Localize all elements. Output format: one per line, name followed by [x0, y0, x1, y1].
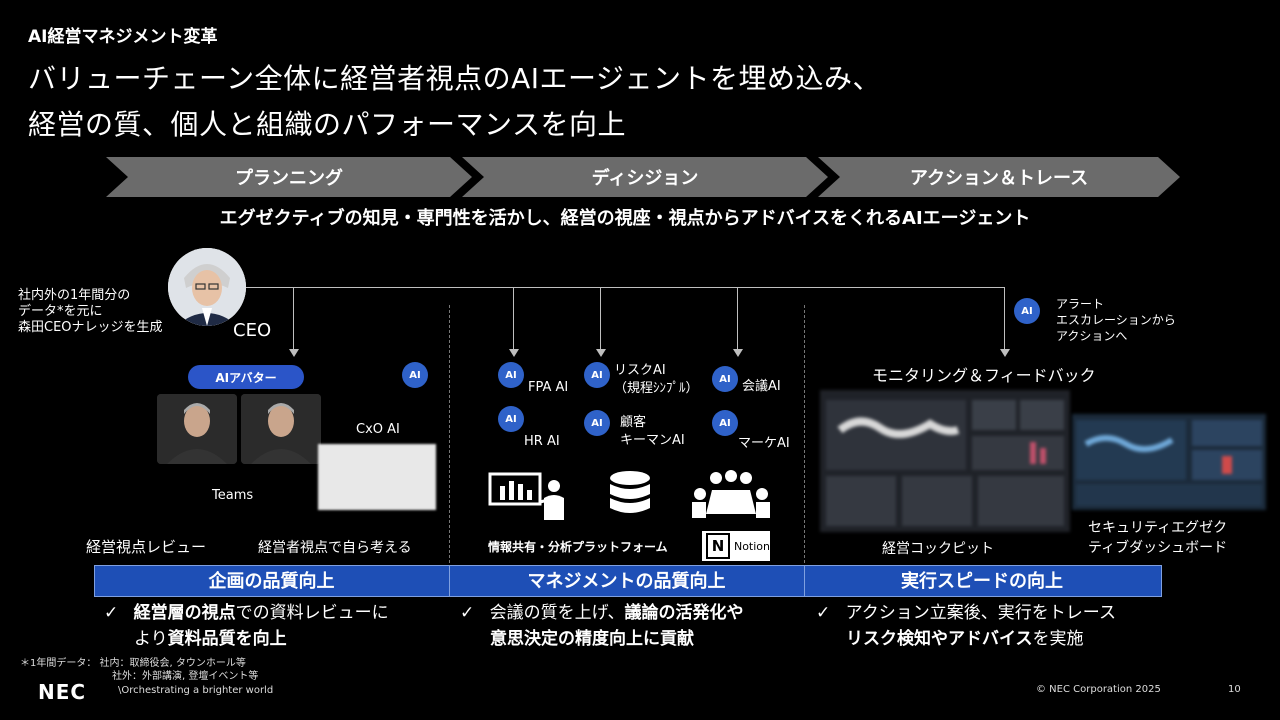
- ceo-label: CEO: [233, 320, 272, 341]
- copyright: © NEC Corporation 2025: [1036, 684, 1161, 695]
- arrow-down-icon: [1000, 349, 1010, 357]
- review-label: 経営視点レビュー: [86, 538, 207, 556]
- ceo-note: 社内外の1年間分の データ*を元に 森田CEOナレッジを生成: [18, 288, 163, 336]
- phase-planning: プランニング: [106, 157, 472, 197]
- bullet-3-text-1: アクション立案後、実行をトレース: [845, 603, 1116, 623]
- arrow-down-icon: [509, 349, 519, 357]
- monitoring-label: モニタリング＆フィードバック: [872, 366, 1096, 385]
- ai-agent-icon: AI: [584, 362, 610, 388]
- connector-meeting: [737, 287, 738, 349]
- bullet-management: ✓ 会議の質を上げ、議論の活発化や 意思決定の精度向上に貢献: [460, 600, 743, 652]
- avatar-image: [157, 394, 237, 464]
- marketing-ai-label: マーケAI: [738, 436, 790, 451]
- column-divider: [449, 305, 450, 563]
- connector-planning: [293, 287, 294, 349]
- ceo-note-line-3: 森田CEOナレッジを生成: [18, 320, 163, 335]
- bullet-1-bold-1: 経営層の視点: [133, 603, 236, 623]
- check-icon: ✓: [460, 603, 475, 623]
- check-icon: ✓: [104, 603, 119, 623]
- outcome-execution-speed: 実行スピードの向上: [901, 571, 1063, 592]
- customer-ai-line-2: キーマンAI: [620, 433, 685, 448]
- presentation-chart-icon: [488, 470, 568, 524]
- self-think-label: 経営者視点で自ら考える: [258, 540, 412, 556]
- security-label-line-2: ティブダッシュボード: [1088, 540, 1228, 556]
- ai-agent-icon: AI: [498, 406, 524, 432]
- bullet-2-bold-2: 意思決定の精度向上に貢献: [490, 629, 694, 649]
- arrow-down-icon: [733, 349, 743, 357]
- risk-ai-label: リスクAI （規程ｼﾝﾌﾟﾙ）: [614, 362, 699, 398]
- bullet-3-bold-1: リスク検知やアドバイス: [846, 629, 1033, 649]
- bullet-1-text-2: より: [134, 629, 168, 649]
- headline-line-2: 経営の質、個人と組織のパフォーマンスを向上: [28, 108, 626, 141]
- section-title: AI経営マネジメント変革: [28, 27, 218, 47]
- avatar-image: [241, 394, 321, 464]
- phase-action-trace: アクション＆トレース: [818, 157, 1180, 197]
- teams-label: Teams: [212, 488, 254, 503]
- outcome-bar: [94, 565, 1162, 597]
- outcome-planning-quality: 企画の品質向上: [208, 571, 335, 592]
- meeting-table-icon: [692, 468, 770, 526]
- footnote-line-2: 社外：外部講演, 登壇イベント等: [112, 671, 259, 682]
- ai-agent-icon: AI: [712, 366, 738, 392]
- arrow-down-icon: [289, 349, 299, 357]
- notion-logo: N Notion: [702, 531, 770, 561]
- tagline: エグゼクティブの知見・専門性を活かし、経営の視座・視点からアドバイスをくれるAI…: [219, 208, 1031, 229]
- security-dashboard-screenshot: [1072, 414, 1266, 510]
- security-label-line-1: セキュリティエグゼク: [1088, 520, 1228, 536]
- alert-note-line-2: エスカレーションから: [1056, 313, 1176, 327]
- headline-line-1: バリューチェーン全体に経営者視点のAIエージェントを埋め込み、: [28, 62, 881, 95]
- outcome-divider: [449, 565, 450, 596]
- database-icon: [608, 470, 652, 526]
- ai-avatar-pill: AIアバター: [188, 365, 304, 389]
- bullet-action: ✓ アクション立案後、実行をトレース リスク検知やアドバイスを実施: [816, 600, 1116, 652]
- alert-note-line-1: アラート: [1056, 297, 1105, 311]
- platform-label: 情報共有・分析プラットフォーム: [488, 540, 668, 554]
- phase-decision: ディシジョン: [462, 157, 828, 197]
- slogan: \Orchestrating a brighter world: [118, 685, 274, 696]
- risk-ai-line-2: （規程ｼﾝﾌﾟﾙ）: [614, 381, 699, 396]
- bullet-3-text-2: を実施: [1032, 629, 1084, 649]
- arrow-down-icon: [596, 349, 606, 357]
- outcome-divider: [804, 565, 805, 596]
- bullet-1-text-1: での資料レビューに: [235, 603, 389, 623]
- alert-note-line-3: アクションへ: [1056, 329, 1128, 343]
- notion-label: Notion: [733, 539, 770, 553]
- security-dashboard-label: セキュリティエグゼク ティブダッシュボード: [1088, 518, 1227, 558]
- ceo-connector: [246, 287, 1004, 288]
- cxo-ai-screenshot: [318, 444, 436, 510]
- meeting-ai-label: 会議AI: [742, 379, 781, 394]
- bullet-2-text-1: 会議の質を上げ、: [489, 603, 625, 623]
- footnote-line-1: ＊1年間データ： 社内：取締役会, タウンホール等: [20, 658, 246, 669]
- cockpit-label: 経営コックピット: [882, 541, 994, 557]
- ceo-note-line-1: 社内外の1年間分の: [18, 288, 131, 303]
- ceo-portrait: [168, 248, 246, 326]
- customer-ai-line-1: 顧客: [620, 415, 647, 430]
- alert-note: アラート エスカレーションから アクションへ: [1056, 296, 1176, 344]
- outcome-management-quality: マネジメントの品質向上: [527, 571, 726, 592]
- fpa-ai-label: FPA AI: [528, 380, 569, 395]
- notion-icon: N: [706, 533, 730, 559]
- cxo-ai-label: CxO AI: [356, 422, 400, 437]
- customer-ai-label: 顧客 キーマンAI: [620, 414, 685, 450]
- ai-agent-icon: AI: [1014, 298, 1040, 324]
- connector-action: [1004, 287, 1005, 349]
- ai-agent-icon: AI: [712, 410, 738, 436]
- management-cockpit-screenshot: [820, 390, 1070, 532]
- ceo-note-line-2: データ*を元に: [18, 304, 103, 319]
- check-icon: ✓: [816, 603, 831, 623]
- bullet-1-bold-2: 資料品質を向上: [167, 629, 287, 649]
- bullet-planning: ✓ 経営層の視点での資料レビューに より資料品質を向上: [104, 600, 389, 652]
- ai-agent-icon: AI: [402, 362, 428, 388]
- bullet-2-bold-1: 議論の活発化や: [624, 603, 744, 623]
- ai-agent-icon: AI: [498, 362, 524, 388]
- column-divider: [804, 305, 805, 563]
- page-number: 10: [1228, 684, 1241, 695]
- risk-ai-line-1: リスクAI: [614, 363, 666, 378]
- nec-logo: NEC: [38, 680, 87, 704]
- connector-risk: [600, 287, 601, 349]
- connector-fpa: [513, 287, 514, 349]
- hr-ai-label: HR AI: [524, 434, 560, 449]
- ai-agent-icon: AI: [584, 410, 610, 436]
